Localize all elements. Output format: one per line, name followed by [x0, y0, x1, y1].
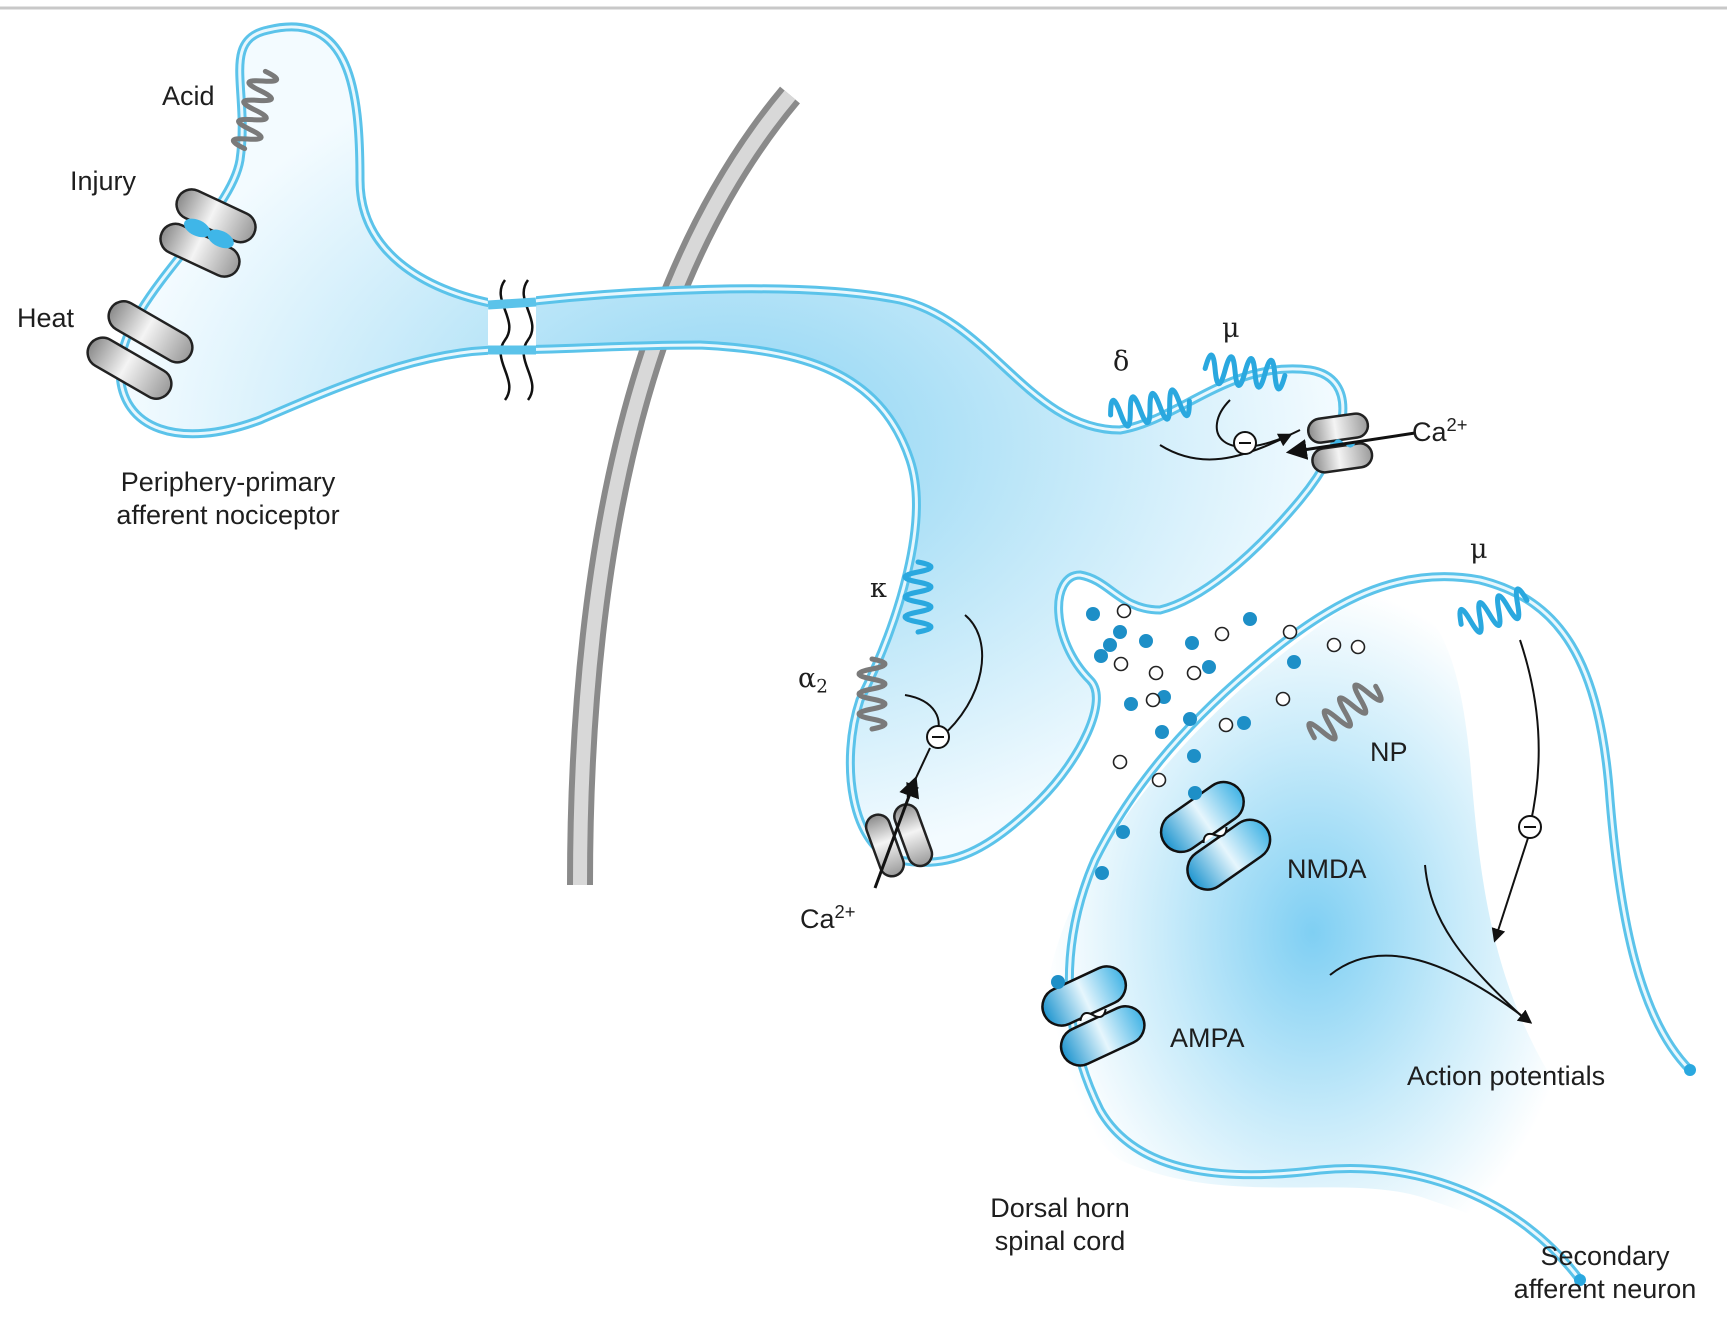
calcium-right-charge: 2+ — [1446, 413, 1468, 435]
dorsal-horn-label: Dorsal horn spinal cord — [930, 1192, 1190, 1258]
secondary-neuron-line1: Secondary — [1540, 1241, 1670, 1271]
vesicle-empty — [1145, 692, 1161, 708]
minus-circle-icon — [1518, 815, 1542, 839]
kappa-label: κ — [870, 573, 887, 604]
heat-channel-icon — [86, 300, 194, 400]
calcium-channel-right-icon — [1306, 412, 1374, 474]
mu-right-label: μ — [1470, 534, 1488, 565]
nmda-label: NMDA — [1287, 854, 1367, 884]
alpha2-subscript: 2 — [816, 676, 828, 698]
mu-right-inhibit-arrow — [1491, 837, 1529, 943]
vesicle-empty — [1275, 691, 1291, 707]
vesicle-empty — [1151, 772, 1167, 788]
calcium-left-label: Ca2+ — [800, 900, 856, 936]
action-potential-path-2 — [1329, 954, 1533, 1024]
vesicle-empty — [1116, 603, 1132, 619]
secondary-neuron-cytoplasm — [1045, 585, 1580, 1280]
vesicle-filled — [1155, 725, 1169, 739]
acid-receptor-icon — [230, 68, 280, 152]
secondary-neuron-label: Secondary afferent neuron — [1490, 1240, 1720, 1306]
vesicle-filled — [1086, 607, 1100, 621]
periphery-label: Periphery-primary afferent nociceptor — [88, 466, 368, 532]
vesicle-empty — [1113, 656, 1129, 672]
calcium-right-label: Ca2+ — [1412, 413, 1468, 449]
vesicle-empty — [1350, 639, 1366, 655]
vesicle-empty — [1282, 624, 1298, 640]
heat-label: Heat — [17, 303, 75, 333]
calcium-influx-arrow-left — [873, 776, 920, 889]
action-potentials-label: Action potentials — [1407, 1061, 1606, 1091]
vesicle-filled — [1287, 655, 1301, 669]
vesicle-filled — [1237, 716, 1251, 730]
injury-label: Injury — [70, 166, 137, 196]
np-label: NP — [1370, 737, 1408, 767]
periphery-label-line1: Periphery-primary — [120, 467, 336, 497]
vesicle-empty — [1148, 665, 1164, 681]
nociceptor-cytoplasm — [120, 26, 1343, 863]
vesicle-empty — [1218, 717, 1234, 733]
calcium-channel-left-icon — [864, 803, 934, 878]
dorsal-horn-line2: spinal cord — [994, 1226, 1126, 1256]
vesicle-filled — [1124, 697, 1138, 711]
nmda-receptor-icon — [1159, 780, 1272, 891]
vesicle-empty — [1186, 665, 1202, 681]
calcium-influx-arrow-right — [1285, 431, 1416, 460]
axon-break-icon — [488, 278, 536, 401]
mu-receptor-right-icon — [1457, 586, 1530, 635]
vesicle-filled — [1188, 786, 1202, 800]
delta-inhibition-path — [1159, 433, 1293, 461]
acid-label: Acid — [162, 81, 215, 111]
ampa-receptor-icon — [1041, 965, 1146, 1067]
vesicle-filled — [1113, 625, 1127, 639]
spinal-cord-boundary-inner — [573, 90, 796, 886]
vesicle-filled — [1103, 638, 1117, 652]
vesicle-filled — [1157, 690, 1171, 704]
secondary-neuron-end-2 — [1574, 1274, 1586, 1286]
vesicle-filled — [1139, 634, 1153, 648]
calcium-left-charge: 2+ — [834, 900, 856, 922]
vesicle-filled — [1183, 712, 1197, 726]
neurotransmitter-vesicles — [1051, 603, 1366, 989]
vesicle-empty — [1112, 754, 1128, 770]
alpha2-label: α2 — [798, 662, 828, 698]
minus-circle-icon — [1233, 431, 1257, 455]
vesicle-filled — [1094, 649, 1108, 663]
vesicle-filled — [1243, 612, 1257, 626]
delta-receptor-icon — [1108, 387, 1192, 429]
axon-segment-top — [487, 297, 537, 310]
secondary-neuron-end-1 — [1684, 1064, 1696, 1076]
vesicle-filled — [1187, 749, 1201, 763]
periphery-label-line2: afferent nociceptor — [116, 500, 340, 530]
action-potential-path-1 — [1424, 864, 1529, 1023]
delta-label: δ — [1113, 346, 1130, 377]
kappa-inhibition-path — [939, 614, 984, 739]
mu-receptor-top-icon — [1202, 352, 1288, 392]
mu-right-inhibition-path — [1519, 639, 1540, 827]
nociceptor-membrane-highlight — [118, 25, 1345, 864]
vesicle-empty — [1214, 626, 1230, 642]
secondary-neuron-membrane-highlight — [1067, 575, 1692, 1281]
ampa-label: AMPA — [1170, 1023, 1245, 1053]
secondary-neuron-line2: afferent neuron — [1513, 1274, 1697, 1304]
calcium-left-base: Ca — [800, 904, 835, 934]
alpha2-base: α — [798, 663, 817, 694]
vesicle-empty — [1326, 637, 1342, 653]
vesicle-filled — [1116, 825, 1130, 839]
injury-channel-icon — [159, 188, 257, 278]
kappa-receptor-icon — [902, 559, 934, 635]
np-receptor-icon — [1306, 682, 1384, 742]
vesicle-filled — [1095, 866, 1109, 880]
alpha2-receptor-icon — [856, 656, 888, 732]
mu-inhibition-path — [1215, 399, 1301, 448]
dorsal-horn-line1: Dorsal horn — [990, 1193, 1130, 1223]
vesicle-filled — [1051, 975, 1065, 989]
vesicle-filled — [1202, 660, 1216, 674]
vesicle-filled — [1185, 636, 1199, 650]
calcium-right-base: Ca — [1412, 417, 1447, 447]
mu-top-label: μ — [1222, 313, 1240, 344]
minus-circle-icon — [926, 725, 950, 749]
